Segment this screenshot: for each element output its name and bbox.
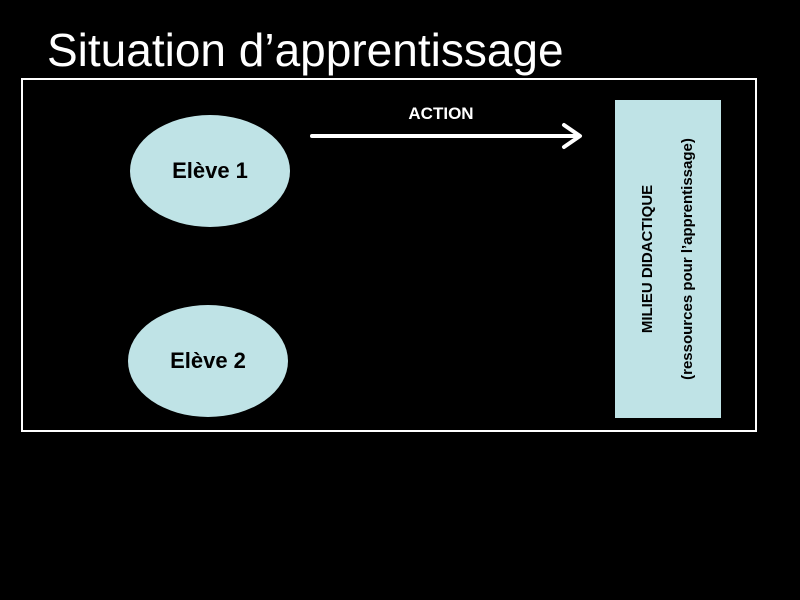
student-1-ellipse: Elève 1 <box>130 115 290 227</box>
action-arrow <box>310 123 582 149</box>
milieu-title: MILIEU DIDACTIQUE <box>639 184 656 334</box>
milieu-didactique-text: MILIEU DIDACTIQUE (ressources pour l’app… <box>635 100 701 418</box>
milieu-didactique-box: MILIEU DIDACTIQUE (ressources pour l’app… <box>615 100 721 418</box>
diagram-frame <box>21 78 757 432</box>
student-2-label: Elève 2 <box>170 348 246 373</box>
action-label: ACTION <box>408 104 474 123</box>
slide-title: Situation d’apprentissage <box>47 24 564 76</box>
milieu-subtitle: (ressources pour l’apprentissage) <box>679 138 696 380</box>
milieu-text-gap <box>661 100 675 418</box>
student-1-label: Elève 1 <box>172 158 248 183</box>
action-arrow-head <box>562 123 582 149</box>
student-2-ellipse: Elève 2 <box>128 305 288 417</box>
